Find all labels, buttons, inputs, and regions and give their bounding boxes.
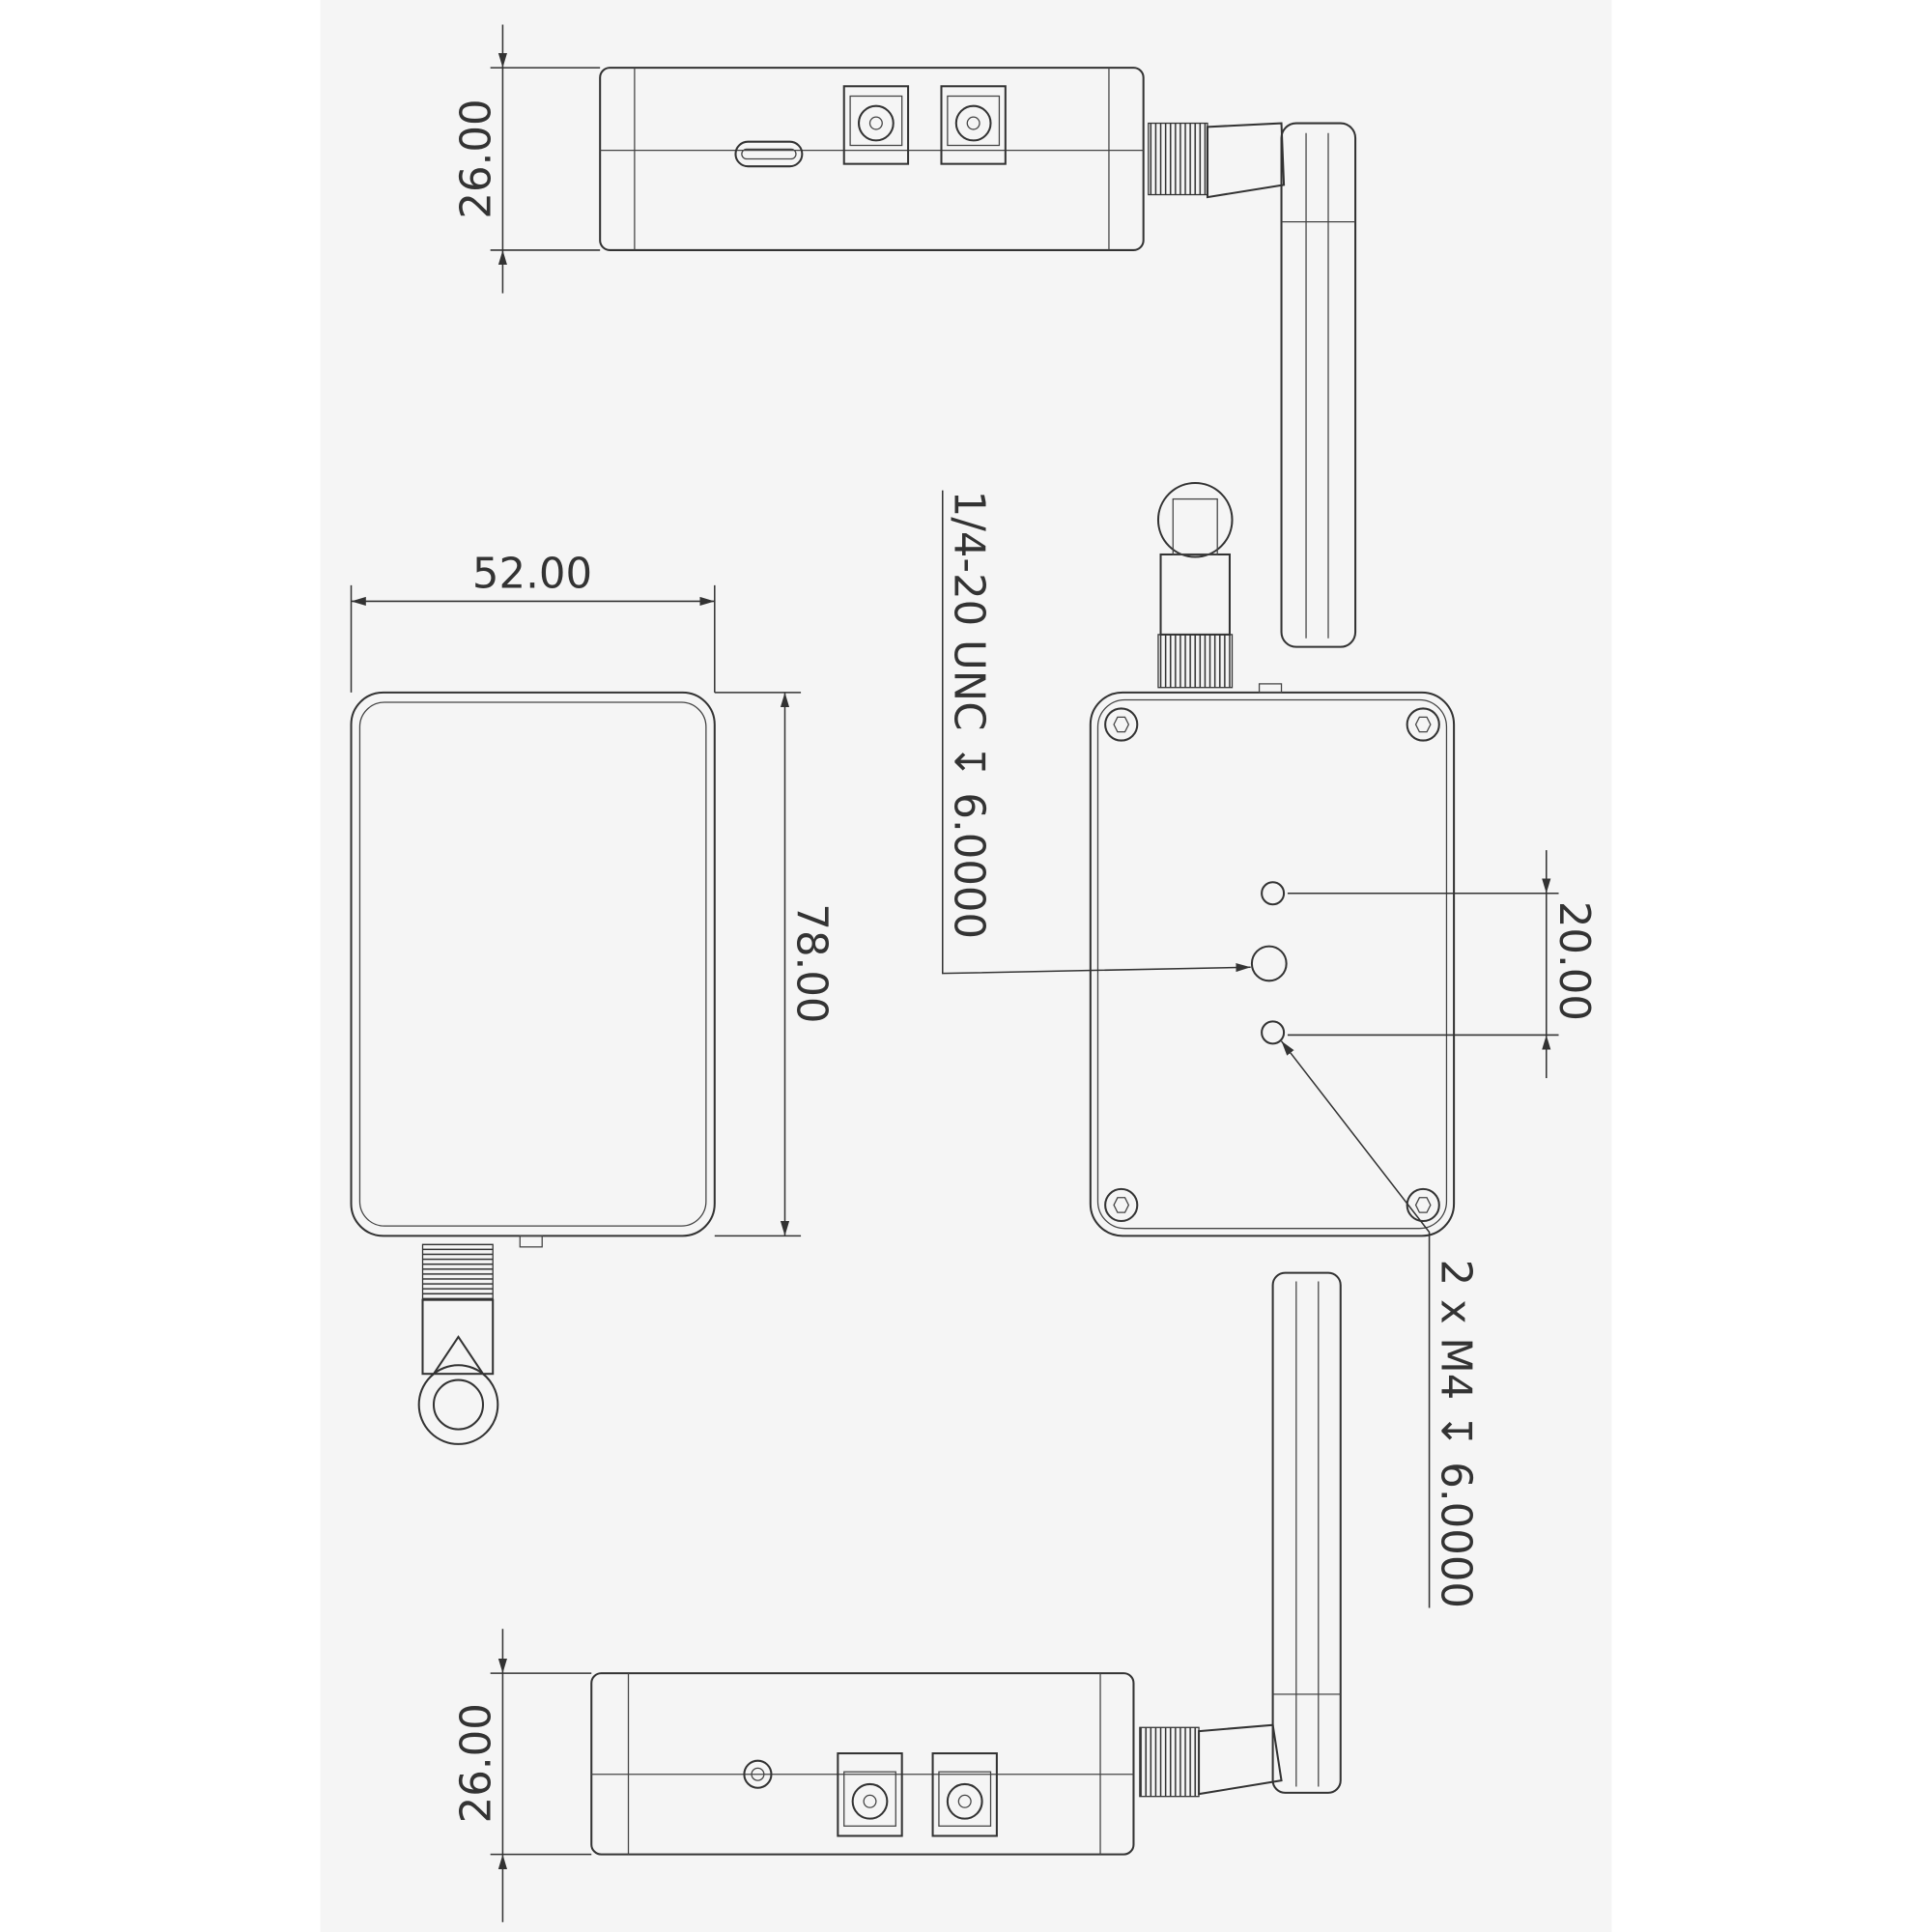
m4-hole [1261,1020,1286,1045]
callout-tripod-hole: 1/4-20 UNC ↧ 6.0000 [942,490,1251,975]
antenna-connector-icon [1148,122,1208,196]
usb-c-port-icon [734,140,804,168]
bottom-antenna-icon [1271,1271,1342,1794]
dimension-length: 78.00 [714,692,835,1237]
m4-hole [1261,881,1286,906]
jack-icon [837,1752,903,1837]
dimension-label: 26.00 [453,99,501,218]
callout-label: 2 x M4 ↧ 6.0000 [1431,1260,1479,1608]
bottom-side-view [590,1672,1283,1856]
antenna-icon [1280,122,1357,648]
dimension-top-height: 26.00 [453,24,601,294]
top-side-view [599,67,1357,648]
antenna-ring-icon [417,1364,499,1445]
jack-icon [931,1752,998,1837]
antenna-connector-icon [1139,1726,1200,1798]
screw-icon [1406,707,1440,742]
dimension-bottom-height: 26.00 [453,1629,592,1922]
screw-icon [1104,1187,1139,1223]
jack-icon [842,85,910,165]
dimension-label: 52.00 [472,550,592,598]
callout-label: 1/4-20 UNC ↧ 6.0000 [945,491,993,939]
front-view [350,691,716,1445]
dimension-width: 52.00 [350,550,716,693]
screw-icon [1104,707,1139,742]
dimension-label: 20.00 [1549,901,1598,1021]
audio-jack-icon [743,1759,773,1789]
back-view [1089,481,1456,1237]
callout-m4-holes: 2 x M4 ↧ 6.0000 [1280,1040,1479,1608]
dimension-hole-spacing: 20.00 [1287,850,1598,1079]
dimension-label: 26.00 [453,1703,501,1823]
screw-icon [1406,1187,1440,1223]
case-body [590,1672,1135,1856]
sheet-background [320,0,1612,1932]
antenna-connector-icon [1157,634,1234,689]
dimension-label: 78.00 [786,903,835,1023]
antenna-connector-icon [421,1243,494,1301]
tripod-hole [1250,945,1288,982]
case-body [599,67,1145,251]
jack-icon [940,85,1007,165]
